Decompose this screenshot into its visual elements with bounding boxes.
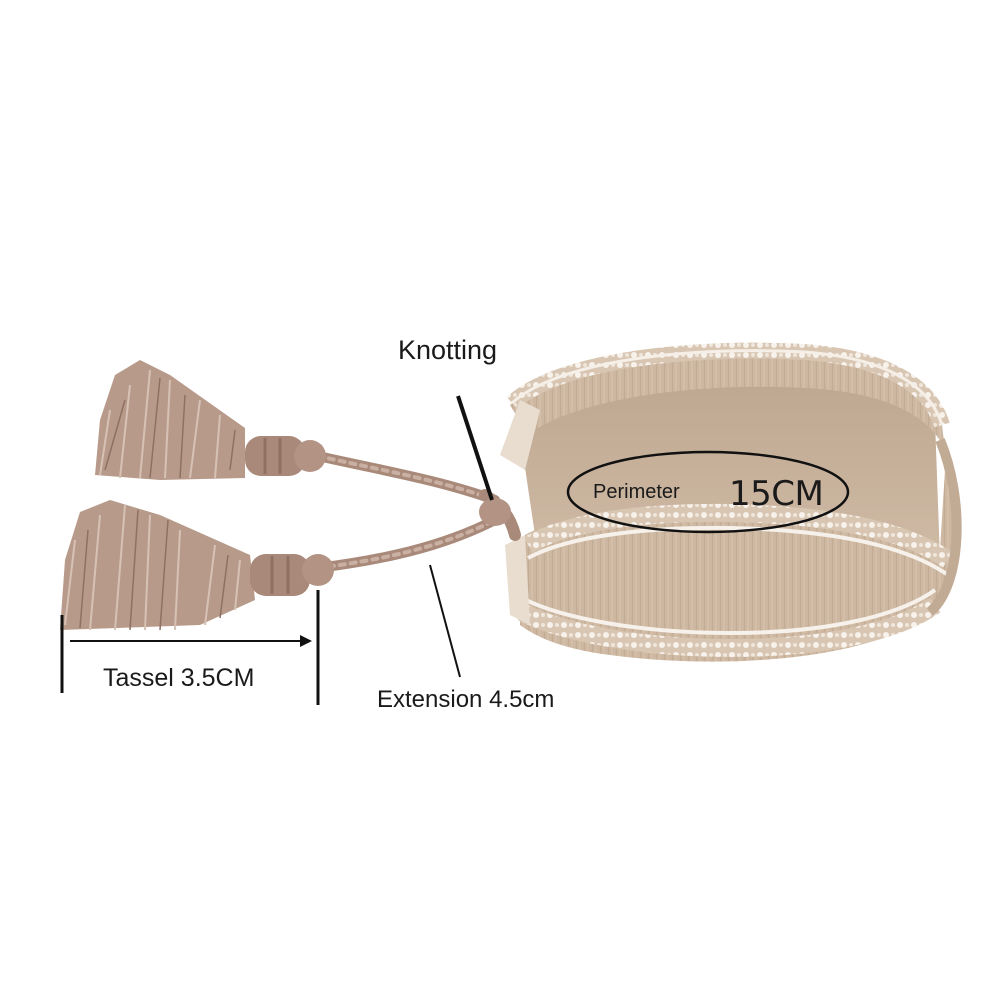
annotations xyxy=(60,395,850,705)
tassel-label: Tassel 3.5CM xyxy=(103,664,255,692)
upper-tassel xyxy=(95,360,326,480)
band-ends xyxy=(500,400,540,625)
tassel-arrowhead xyxy=(300,635,312,647)
extension-pointer xyxy=(429,564,461,678)
perimeter-ellipse xyxy=(566,450,850,534)
extension-label: Extension 4.5cm xyxy=(377,686,555,713)
perimeter-value: 15CM xyxy=(729,474,824,514)
cords xyxy=(313,451,521,573)
perimeter-label: Perimeter xyxy=(593,481,680,503)
band-front xyxy=(517,438,962,662)
knotting-label: Knotting xyxy=(398,335,498,365)
lower-tassel xyxy=(60,500,334,631)
knotting-pointer xyxy=(456,395,494,501)
band-top xyxy=(506,342,950,450)
